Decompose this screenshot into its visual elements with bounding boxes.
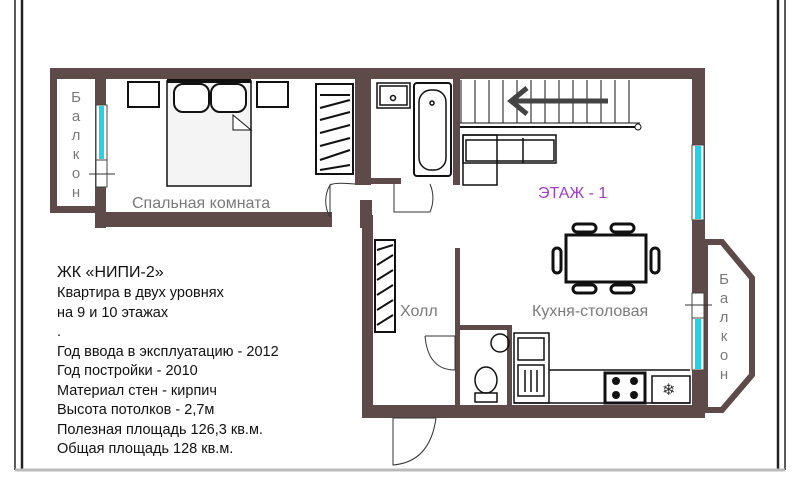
- freezer-snowflake-icon: ❄: [662, 382, 676, 399]
- info-line: Полезная площадь 126,3 кв.м.: [57, 421, 263, 438]
- apartment-info: ЖК «НИПИ-2» Квартира в двух уровнях на 9…: [57, 262, 279, 460]
- info-line: Материал стен - кирпич: [57, 382, 217, 399]
- stairs: [460, 80, 642, 131]
- stove-burners-icon: [612, 377, 638, 399]
- right-balcony-outline: [702, 239, 755, 413]
- windows: [89, 104, 712, 371]
- info-line: Год постройки - 2010: [57, 363, 198, 379]
- info-line: Год ввода в эксплуатацию - 2012: [57, 343, 279, 360]
- toilet: [474, 333, 510, 403]
- info-line: Квартира в двух уровнях: [57, 285, 224, 301]
- info-line: Общая площадь 128 кв.м.: [57, 441, 234, 457]
- bed: [127, 79, 289, 187]
- info-line: на 9 и 10 этажах: [57, 304, 169, 321]
- stairs-arrow-icon: [507, 86, 608, 116]
- room-label-kitchen: Кухня-столовая: [532, 303, 649, 320]
- frame: [14, 0, 786, 472]
- complex-title: ЖК «НИПИ-2»: [57, 264, 164, 281]
- room-label-hall: Холл: [400, 303, 438, 320]
- kitchen-counter: [513, 332, 691, 405]
- floor-label: ЭТАЖ - 1: [538, 185, 608, 202]
- sofa: [462, 134, 557, 186]
- room-label-balcony-right: Балкон: [719, 271, 729, 383]
- bathroom-fixtures: [376, 82, 452, 177]
- doors: [325, 182, 456, 466]
- room-label-balcony-left: Балкон: [71, 89, 81, 201]
- wardrobe: [315, 83, 396, 333]
- info-line: .: [57, 324, 62, 340]
- info-line: Высота потолков - 2,7м: [57, 402, 215, 418]
- dining-table: [551, 222, 661, 295]
- room-label-bedroom: Спальная комната: [132, 195, 271, 212]
